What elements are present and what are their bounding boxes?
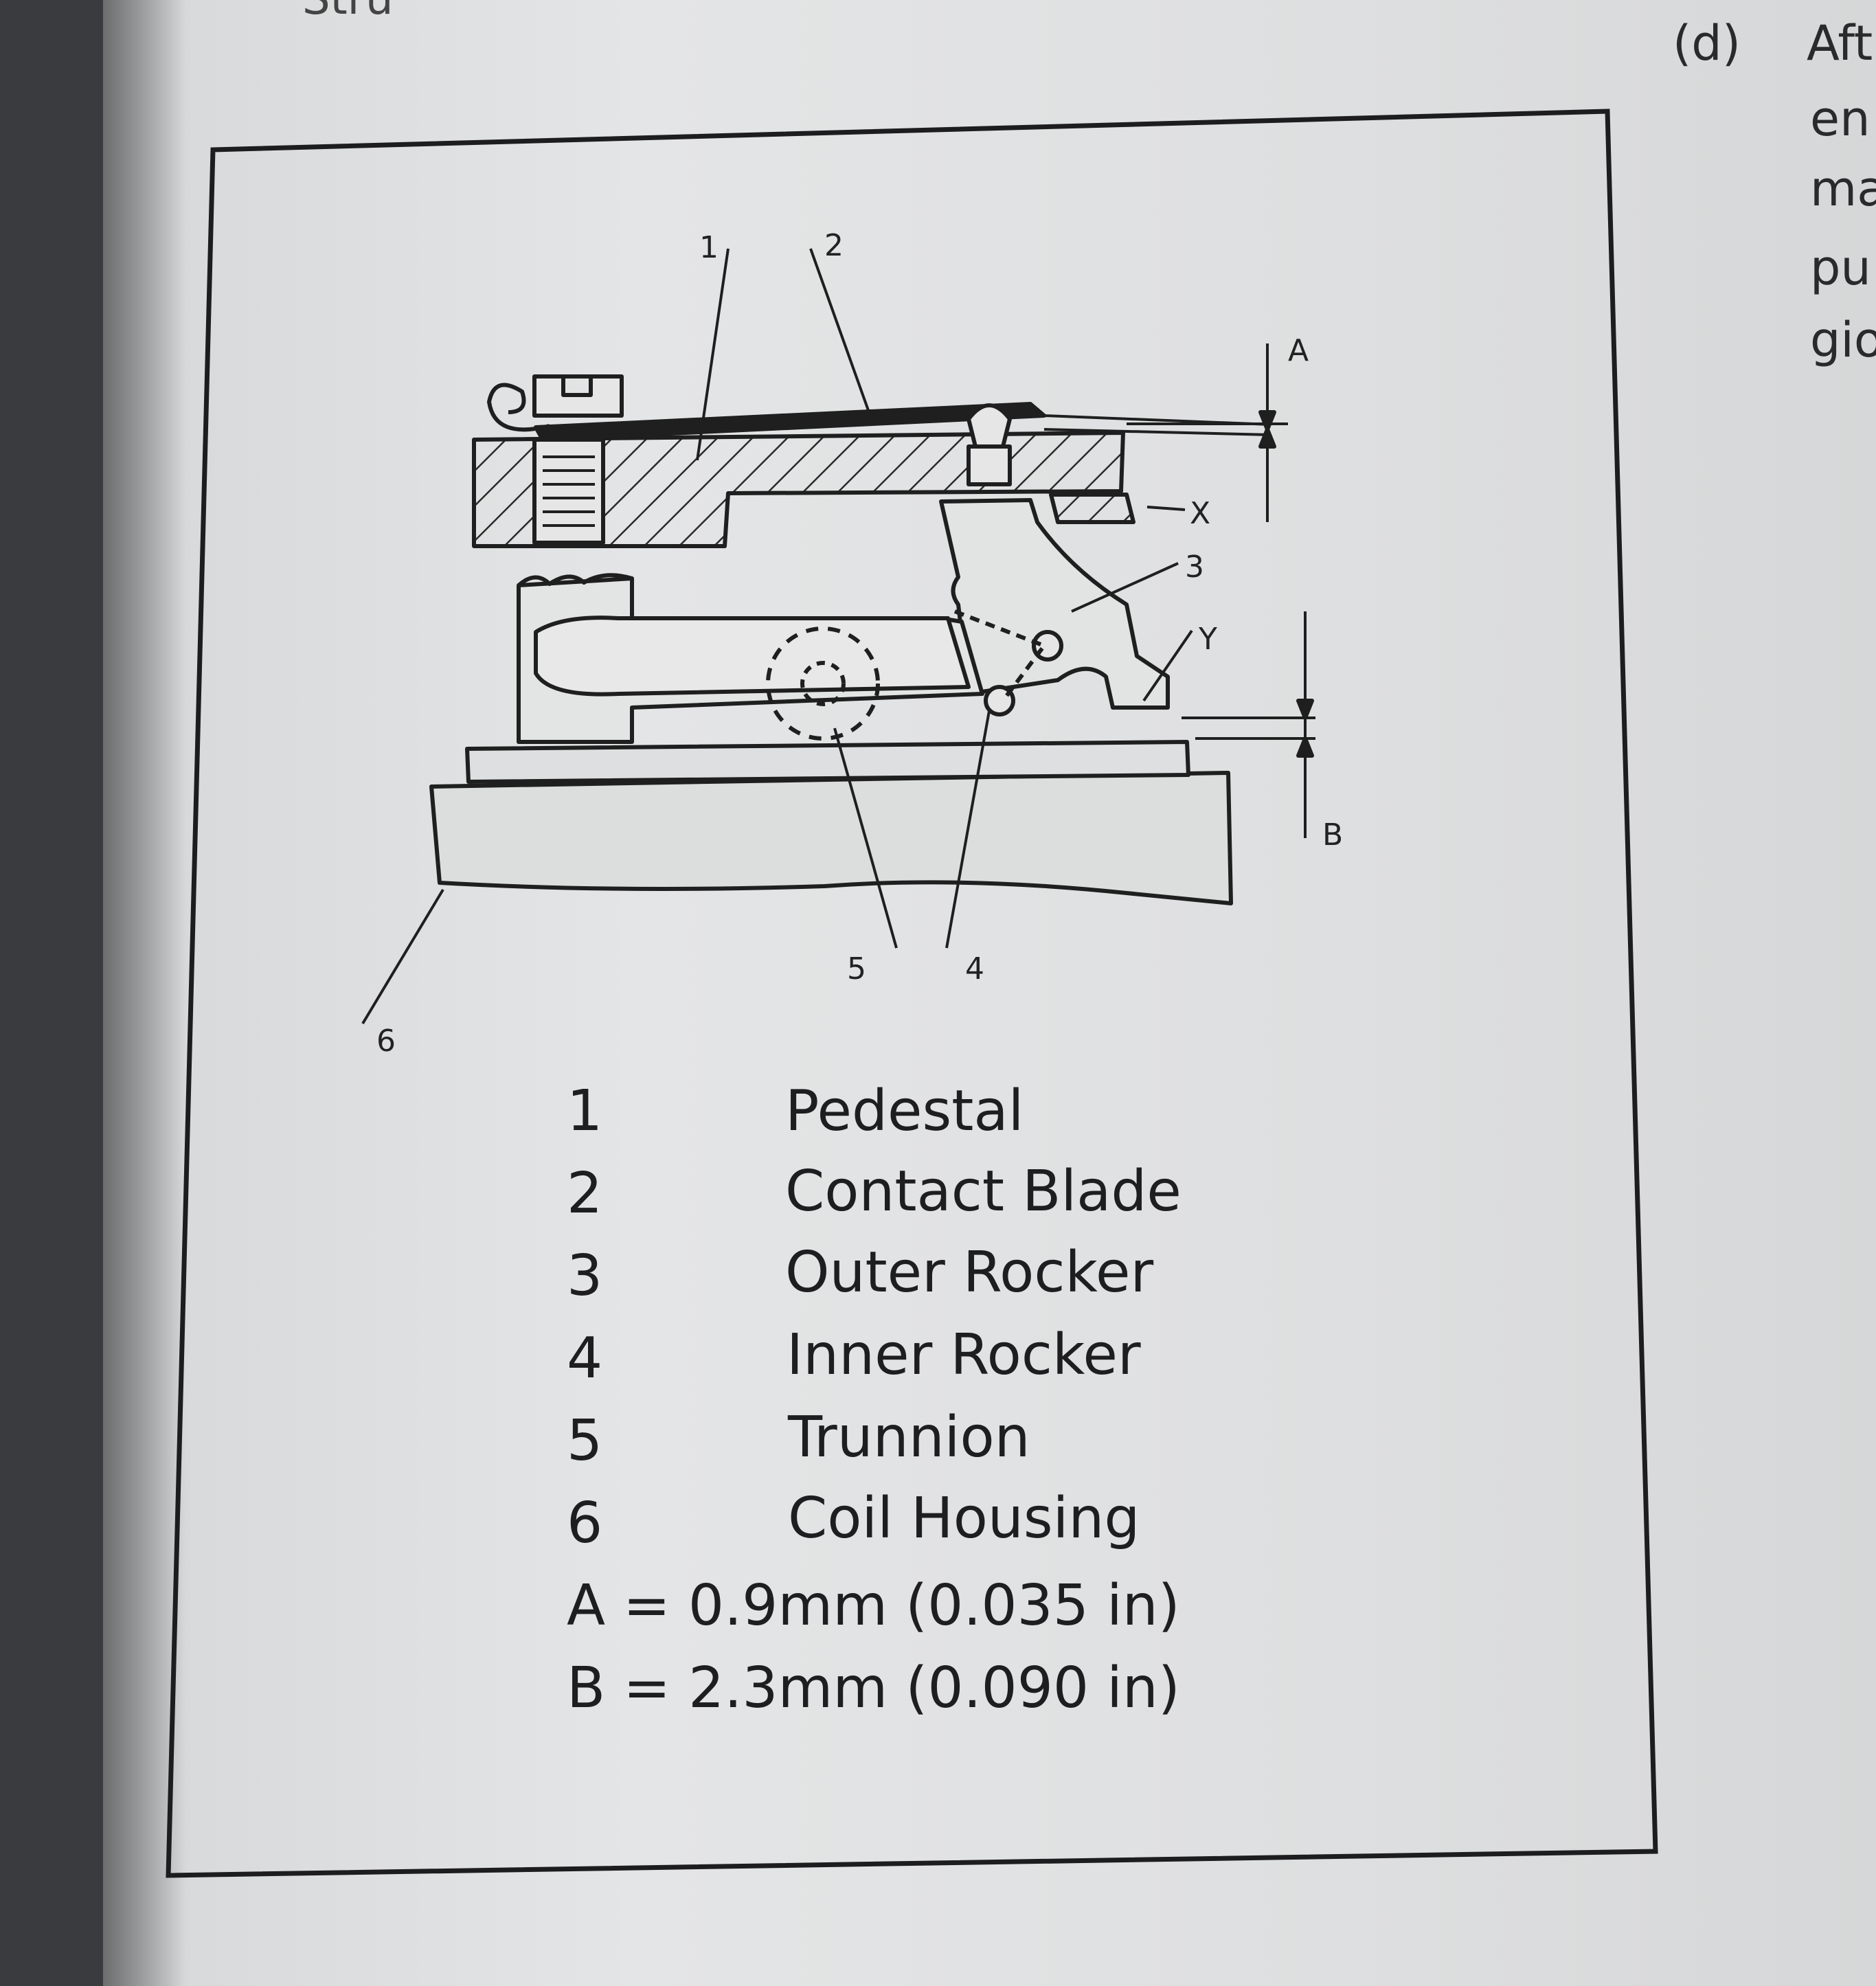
side-word-1: Aft [1807,15,1873,71]
pedestal [472,431,1125,548]
legend-eq-a: A = 0.9mm (0.035 in) [567,1573,1180,1638]
legend-label-2: Contact Blade [785,1159,1182,1224]
side-label-d: (d) [1673,15,1741,71]
book-page [103,0,1876,1986]
screw-body [532,438,605,545]
callout-5: 5 [847,951,866,986]
legend-label-4: Inner Rocker [787,1322,1141,1388]
callout-x: X [1190,496,1210,531]
legend-label-3: Outer Rocker [785,1240,1153,1305]
base-plate [465,740,1190,784]
legend-num-6: 6 [567,1491,602,1556]
outer-rocker [939,498,1170,710]
top-text-fragment: Stru [302,0,394,25]
wire-loop [487,383,550,432]
callout-1: 1 [699,230,719,265]
legend-eq-b: B = 2.3mm (0.090 in) [567,1656,1180,1721]
callout-6: 6 [376,1024,396,1059]
callout-2: 2 [824,228,844,263]
legend-num-1: 1 [567,1079,602,1144]
callout-y: Y [1198,622,1217,657]
callout-4: 4 [965,951,984,986]
callout-b: B [1322,817,1343,853]
figure-border [166,109,1658,1878]
side-word-3: ma [1810,161,1876,217]
contact-rivet [967,403,1012,449]
legend-num-2: 2 [567,1161,602,1226]
legend-label-6: Coil Housing [788,1486,1140,1551]
screw-head [532,374,624,418]
coil-housing [429,771,1233,905]
side-word-2: en [1810,91,1871,147]
arm-link [534,616,971,697]
relay-diagram [361,248,1315,1025]
legend-num-5: 5 [567,1408,602,1474]
side-word-4: pu [1810,240,1871,296]
side-word-5: gio [1810,312,1876,368]
callout-3: 3 [1185,550,1204,585]
legend-label-1: Pedestal [785,1079,1024,1144]
trunnion [766,627,880,741]
legend-num-4: 4 [567,1326,602,1391]
callout-a: A [1288,333,1309,368]
legend-num-3: 3 [567,1243,602,1309]
legend: 1 Pedestal 2 Contact Blade 3 Outer Rocke… [567,1079,1182,1721]
legend-label-5: Trunnion [787,1405,1030,1470]
